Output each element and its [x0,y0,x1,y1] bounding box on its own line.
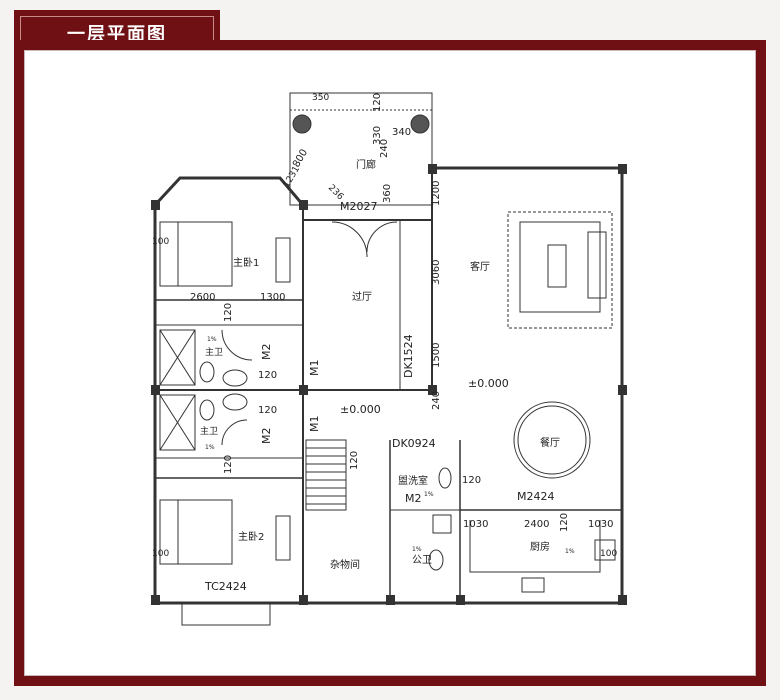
label-dk0924: DK0924 [392,437,436,450]
dim-3060: 3060 [431,260,442,285]
columns [151,164,627,605]
dim-120-d: 120 [223,455,234,474]
dim-2600: 2600 [190,292,215,303]
label-m2-a: M2 [260,344,273,361]
label-m1-b: M1 [308,416,321,433]
toilet-public [428,549,444,571]
dining-table [513,401,591,479]
room-label-bathroom-1: 主卫 [205,346,223,358]
room-label-living-room: 客厅 [470,260,490,273]
kitchen-counter [469,520,601,573]
bay-window-wall [153,176,305,207]
door-swing-bath1 [221,329,253,361]
dim-1500: 1500 [431,343,442,368]
dim-1030-a: 1030 [463,519,488,530]
bed-2 [159,499,291,565]
shower-1 [159,329,196,386]
sink-2 [222,393,248,411]
dim-120-a: 120 [223,303,234,322]
page-title: 一层平面图 [20,16,214,48]
dim-120-c: 120 [258,405,277,416]
dim-330: 330 [372,126,383,145]
label-m1-a: M1 [308,360,321,377]
column-left [292,114,312,134]
dim-100-b: 100 [152,549,169,559]
bed-1 [159,221,291,287]
label-tc2424: TC2424 [204,580,247,593]
toilet-1 [199,361,215,383]
staircase [305,439,347,511]
room-label-laundry: 盥洗室 [398,474,428,487]
label-slope-5: 1% [565,548,575,555]
dim-2400: 2400 [524,519,549,530]
column-right [410,114,430,134]
dim-1231: 1231 [282,165,302,190]
dim-240-b: 240 [379,139,390,158]
dim-100-a: 100 [152,237,169,247]
sofa-set [507,211,613,329]
dim-120-h: 120 [372,93,383,112]
porch-outline [289,92,433,206]
label-slope-2: 1% [205,444,215,451]
sink-public [432,514,452,534]
label-m2424: M2424 [517,490,555,503]
label-slope-1: 1% [207,336,217,343]
dim-240-a: 240 [431,391,442,410]
dim-1300: 1300 [260,292,285,303]
room-label-master-bedroom-1: 主卧1 [233,256,259,269]
label-elev-2: ±0.000 [340,403,381,416]
toilet-2 [199,399,215,421]
label-m2-c: M2 [405,492,422,505]
label-m2-b: M2 [260,428,273,445]
dim-350: 350 [312,93,329,103]
room-label-porch: 门廊 [356,158,376,171]
label-slope-4: 1% [412,546,422,553]
balcony [181,602,271,626]
label-m2027: M2027 [340,200,378,213]
label-slope-3: 1% [424,491,434,498]
shower-2 [159,394,196,451]
door-swing-bath2 [221,419,248,446]
dim-120-g: 120 [559,513,570,532]
dim-360: 360 [382,184,393,203]
dim-1200: 1200 [431,181,442,206]
label-dk1524: DK1524 [402,334,415,378]
room-label-public-toilet: 公卫 [412,555,432,566]
drawing-panel [24,50,756,676]
room-label-master-bedroom-2: 主卧2 [238,530,264,543]
label-elev-1: ±0.000 [468,377,509,390]
room-label-kitchen: 厨房 [530,540,550,553]
sink-1 [222,369,248,387]
washer [438,467,452,489]
room-label-bathroom-2: 主卫 [200,425,218,437]
room-label-storage: 杂物间 [330,558,360,571]
dim-120-b: 120 [258,370,277,381]
dim-120-f: 120 [462,475,481,486]
outer-wall [153,166,624,605]
door-swing-entry-left [331,221,368,258]
room-label-hallway: 过厅 [352,290,372,303]
dim-340: 340 [392,127,411,138]
stove [594,539,616,561]
dim-100-c: 100 [600,549,617,559]
dim-120-e: 120 [349,451,360,470]
room-label-dining-room: 餐厅 [540,436,560,449]
door-swing-entry-right [366,221,398,253]
dim-1030-b: 1030 [588,519,613,530]
kitchen-sink [521,577,545,593]
